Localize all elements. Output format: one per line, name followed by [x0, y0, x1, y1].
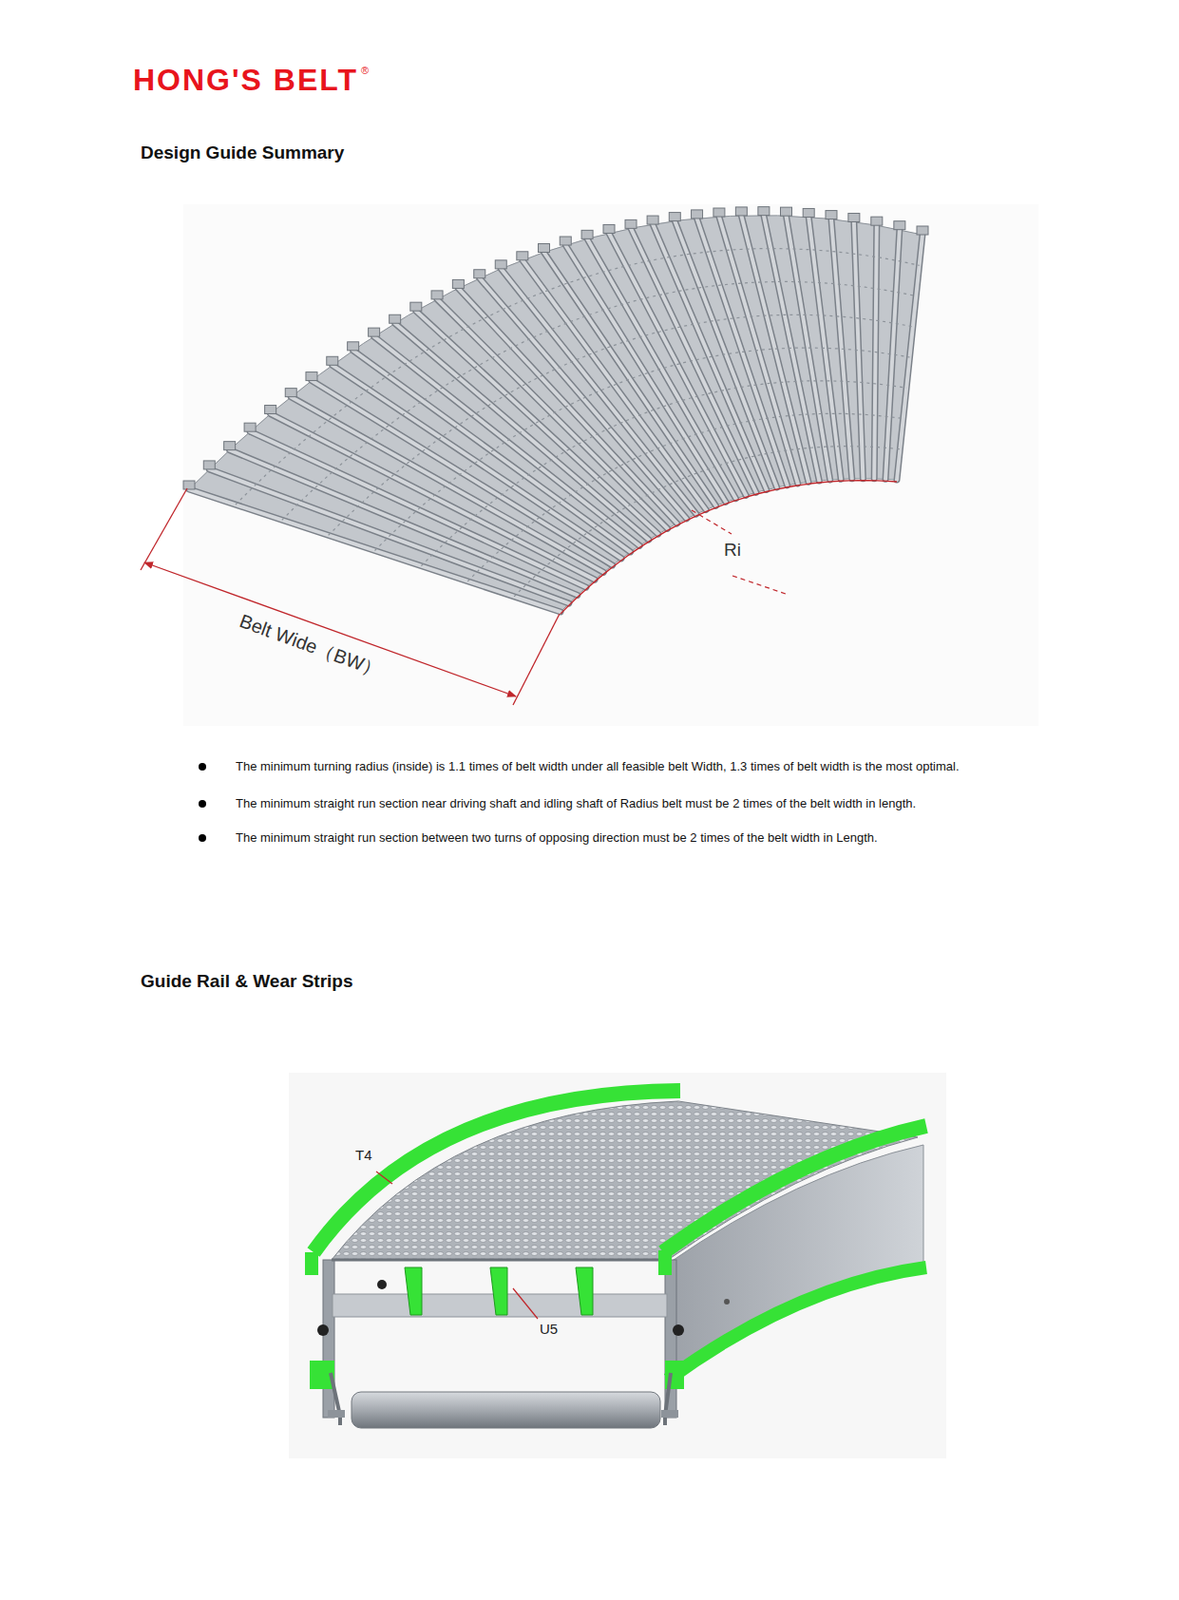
belt-edge-tab	[625, 219, 637, 229]
extension-line	[140, 488, 188, 571]
belt-edge-tab	[538, 244, 551, 253]
callout-label: T4	[355, 1146, 373, 1163]
belt-edge-tab	[691, 209, 704, 219]
figure-ground	[183, 204, 1039, 726]
belt-edge-tab	[735, 207, 747, 216]
bullet-dot	[198, 834, 207, 842]
belt-edge-tab	[779, 207, 792, 216]
inside-radius-curve	[560, 480, 897, 614]
belt-edge-tab	[183, 480, 195, 490]
figure-ground	[288, 1072, 947, 1459]
belt-edge-tab	[494, 260, 507, 269]
belt-edge-tab	[452, 279, 464, 288]
dimension-line	[144, 562, 516, 697]
leader-line	[691, 510, 732, 534]
belt-edge-tab	[893, 221, 906, 230]
belt-edge-tab	[431, 290, 443, 300]
belt-edge-tab	[368, 327, 381, 337]
belt-edge-tab	[347, 342, 360, 351]
belt-edge-tab	[825, 210, 837, 220]
belt-edge-tab	[871, 216, 883, 226]
leader-line	[376, 1171, 393, 1184]
belt-edge-tab	[848, 212, 860, 222]
bullet-text: The minimum turning radius (inside) is 1…	[235, 759, 960, 774]
belt-edge-tab	[802, 208, 815, 217]
belt-edge-tab	[224, 441, 236, 451]
callout-label: U5	[539, 1320, 558, 1337]
belt-edge-tab	[581, 229, 593, 239]
belt-edge-tab	[389, 314, 401, 324]
section-heading: Design Guide Summary	[140, 142, 344, 164]
belt-link-row	[513, 446, 900, 597]
brand-logo: HONG'S BELT	[133, 62, 359, 98]
belt-slat	[719, 216, 799, 484]
belt-edge-tab	[474, 269, 486, 279]
belt-edge-tab	[326, 356, 339, 365]
belt-edge-tab	[646, 215, 659, 225]
bullet-dot	[198, 762, 207, 771]
section-heading: Guide Rail & Wear Strips	[140, 970, 353, 992]
belt-link-row	[282, 281, 917, 520]
belt-edge-tab	[916, 226, 929, 235]
belt-link-row	[420, 380, 907, 567]
leader-line	[513, 1288, 538, 1319]
belt-edge-tab	[516, 251, 529, 261]
belt-slat	[544, 252, 717, 507]
belt-edge-tab	[603, 224, 615, 233]
belt-slat	[885, 229, 900, 480]
registered-mark: ®	[361, 64, 369, 77]
belt-edge-tab	[410, 302, 422, 311]
belt-link-row	[467, 413, 904, 582]
belt-edge-tab	[713, 208, 725, 217]
belt-edge-tab	[203, 460, 215, 470]
belt-edge-tab	[559, 236, 571, 246]
belt-body	[189, 215, 923, 612]
conveyor-frame	[309, 1090, 927, 1428]
belt-edge-tab	[244, 422, 256, 432]
belt-edge-tab	[265, 405, 277, 415]
leader-line	[732, 575, 786, 594]
bullet-dot	[198, 799, 207, 808]
belt-slat	[885, 229, 900, 480]
belt-slat	[719, 216, 799, 484]
belt-slat	[544, 252, 717, 507]
belt-edge-tab	[285, 388, 297, 398]
bullet-text: The minimum straight run section between…	[235, 830, 878, 845]
extension-line	[513, 613, 560, 705]
radius-belt	[183, 207, 929, 612]
belt-edge-tab	[668, 212, 681, 222]
belt-link-row	[235, 248, 920, 505]
belt-link-row	[375, 347, 911, 551]
belt-edge-tab	[758, 207, 770, 216]
dimension-label: Ri	[723, 539, 742, 561]
belt-link-row	[328, 314, 913, 535]
belt-edge-tab	[305, 372, 318, 381]
bullet-text: The minimum straight run section near dr…	[235, 796, 916, 811]
